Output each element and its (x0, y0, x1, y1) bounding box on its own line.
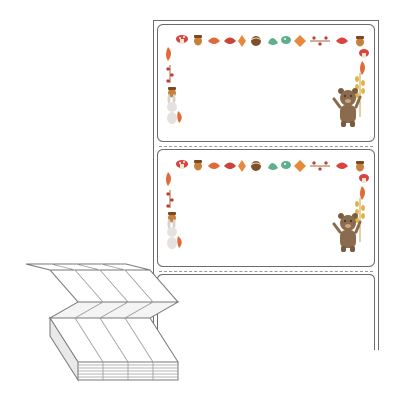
chestnut-icon (250, 161, 262, 171)
berry-branch-icon (310, 36, 330, 46)
leaf-icon (224, 162, 236, 169)
leaf-icon (208, 162, 220, 169)
left-border-column (166, 172, 176, 223)
mushroom-icon (176, 160, 188, 169)
perforation-line (159, 146, 373, 147)
chestnut-icon (250, 36, 262, 46)
acorn-icon (356, 36, 364, 47)
leaf-icon (238, 35, 246, 47)
stack-block (49, 316, 179, 382)
berry-branch-icon (310, 161, 330, 171)
autumn-border-artwork (166, 160, 369, 252)
acorn-icon (194, 160, 202, 171)
label-2 (157, 149, 375, 267)
leaf-icon (336, 37, 348, 44)
leaf-icon (224, 37, 236, 44)
perforation-line (159, 271, 373, 272)
wheat-icon (355, 73, 365, 117)
wheat-icon (355, 198, 365, 242)
leaf-icon (208, 37, 220, 44)
mushroom-icon (176, 35, 188, 44)
acorn-icon (194, 35, 202, 46)
leaf-icon (294, 35, 306, 47)
leaf-icon (294, 160, 306, 172)
label-sheet-column (153, 20, 379, 350)
label-3-partial (157, 274, 375, 350)
folded-sheet (25, 263, 180, 319)
label-1 (157, 24, 375, 142)
mushroom-icon (281, 36, 291, 44)
rabbit-icon (167, 94, 182, 124)
leaf-icon (336, 162, 348, 169)
left-border-column (166, 47, 176, 98)
top-border-row (176, 35, 364, 47)
bear-icon (332, 213, 362, 252)
fanfold-label-stack (25, 263, 180, 382)
right-border-column (359, 174, 369, 200)
rabbit-icon (167, 219, 182, 249)
leaf-icon (268, 38, 278, 45)
leaf-icon (238, 160, 246, 172)
mushroom-icon (281, 161, 291, 169)
leaf-icon (268, 163, 278, 170)
liner-outline (153, 20, 379, 350)
autumn-border-artwork (166, 35, 369, 127)
right-border-column (359, 49, 369, 75)
top-border-row (176, 160, 364, 172)
acorn-icon (356, 161, 364, 172)
bear-icon (332, 88, 362, 127)
